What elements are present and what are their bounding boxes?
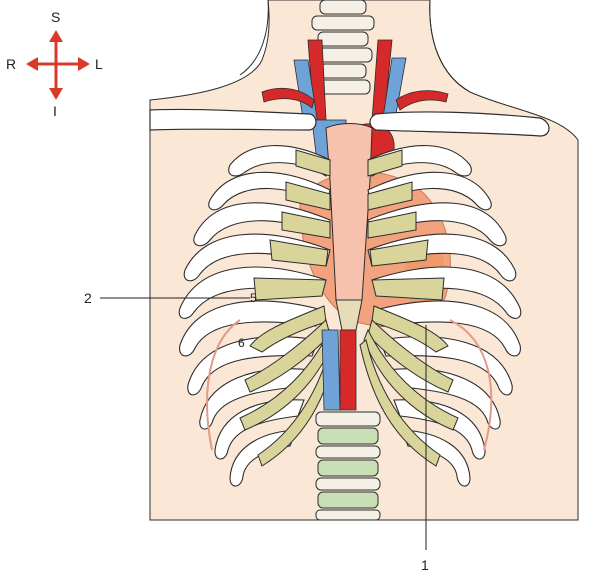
orientation-compass: S I R L <box>6 9 103 119</box>
rib-6-label: 6 <box>238 336 245 350</box>
rib-5-label: 5 <box>250 291 257 305</box>
compass-left-label: L <box>95 56 103 72</box>
compass-superior-label: S <box>51 9 60 25</box>
compass-right-label: R <box>6 56 16 72</box>
compass-inferior-label: I <box>53 103 57 119</box>
arrowhead-up-icon <box>49 30 63 42</box>
lumbar-spine <box>316 412 380 520</box>
arrowhead-left-icon <box>26 57 38 71</box>
right-rib-5-cartilage <box>254 278 326 300</box>
arrowhead-down-icon <box>49 88 63 100</box>
callout-1-label: 1 <box>421 557 429 573</box>
arrowhead-right-icon <box>78 57 90 71</box>
callout-2-label: 2 <box>84 290 92 306</box>
descending-aorta <box>340 330 356 410</box>
inferior-vena-cava <box>322 330 340 410</box>
